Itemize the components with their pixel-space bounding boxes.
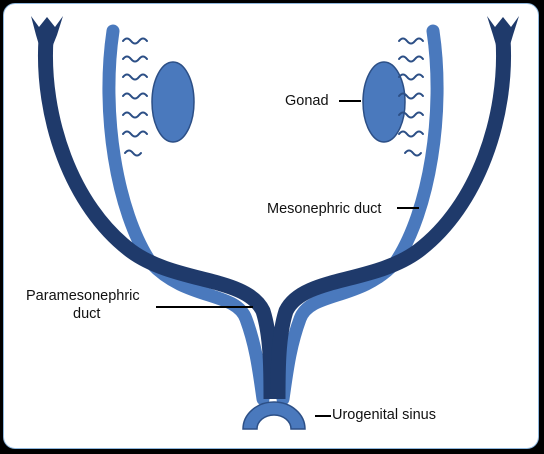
- gonad-label: Gonad: [285, 93, 329, 109]
- right-paramesonephric-duct: [270, 38, 512, 400]
- right-gonad: [362, 61, 406, 143]
- left-mesonephric-duct: [102, 24, 270, 406]
- right-fimbriated-end-icon: [487, 16, 519, 45]
- left-mesonephric-tubules: [122, 37, 148, 157]
- paramesonephric-duct-label-line2: duct: [73, 306, 101, 322]
- right-mesonephric-duct: [276, 24, 444, 406]
- reproductive-ducts-diagram: [31, 16, 519, 430]
- urogenital-sinus-label: Urogenital sinus: [332, 407, 436, 423]
- left-paramesonephric-duct: [37, 38, 279, 400]
- left-fimbriated-end-icon: [31, 16, 63, 45]
- right-mesonephric-tubules: [398, 37, 424, 157]
- paramesonephric-duct-label-line1: Paramesonephric: [26, 288, 140, 304]
- urogenital-sinus: [242, 401, 306, 430]
- diagram-canvas: Gonad Mesonephric duct Paramesonephric d…: [3, 3, 539, 449]
- left-gonad: [151, 61, 195, 143]
- mesonephric-duct-label: Mesonephric duct: [267, 201, 382, 217]
